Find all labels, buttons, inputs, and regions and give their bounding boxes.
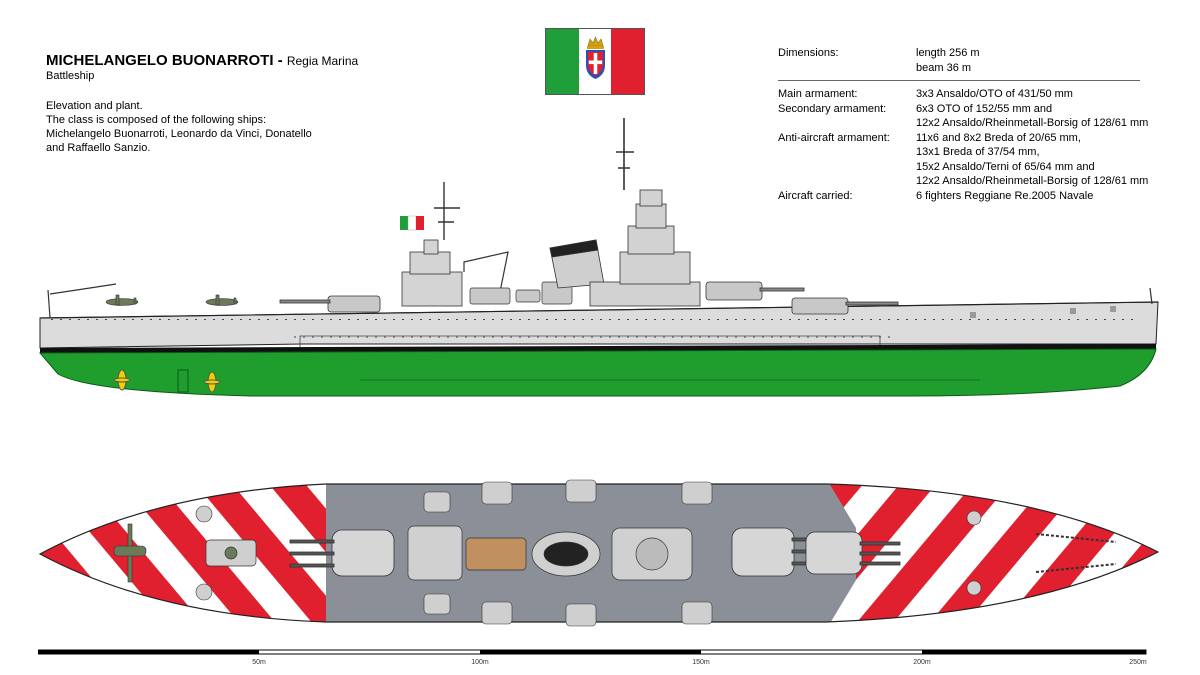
title-block: MICHELANGELO BUONARROTI - Regia Marina B… <box>46 52 358 82</box>
spec-aa-armament: Anti-aircraft armament: 11x6 and 8x2 Bre… <box>778 131 1148 189</box>
propeller-icon <box>113 369 131 391</box>
ship-plan-drawing <box>38 479 1160 627</box>
propeller-icon <box>203 371 221 393</box>
aircraft-icon <box>105 294 139 306</box>
scale-bar: 50m 100m 150m 200m 250m <box>38 649 1147 666</box>
scale-label: 250m <box>1129 659 1147 666</box>
spec-value: 12x2 Ansaldo/Rheinmetall-Borsig of 128/6… <box>916 117 1149 129</box>
description-line: The class is composed of the following s… <box>46 114 267 126</box>
specifications: Dimensions: length 256 m beam 36 m Main … <box>778 46 1148 203</box>
spec-value: 6 fighters Reggiane Re.2005 Navale <box>916 189 1094 202</box>
aircraft-icon <box>205 294 239 306</box>
scale-label: 50m <box>252 659 266 666</box>
spec-value: 13x1 Breda of 37/54 mm, <box>916 146 1040 158</box>
aircraft-icon <box>113 523 147 583</box>
hull-upper <box>39 301 1159 349</box>
main-turret-aft <box>279 295 381 313</box>
spec-dimensions: Dimensions: length 256 m beam 36 m <box>778 46 1148 75</box>
main-turret-fwd-b <box>705 281 805 301</box>
italian-flag-icon <box>545 28 645 95</box>
hull-lower <box>38 348 1157 397</box>
spec-value: beam 36 m <box>916 61 972 74</box>
spec-label: Aircraft carried: <box>778 189 853 202</box>
spec-aircraft: Aircraft carried: 6 fighters Reggiane Re… <box>778 189 1148 204</box>
scale-label: 150m <box>692 659 710 666</box>
scale-label: 100m <box>471 659 489 666</box>
navy-name: Regia Marina <box>286 54 359 68</box>
main-turret-fwd-a <box>791 297 899 315</box>
spec-value: 6x3 OTO of 152/55 mm and <box>916 102 1053 115</box>
description-line: Elevation and plant. <box>46 100 143 112</box>
savoy-emblem-icon <box>585 36 605 79</box>
spec-main-armament: Main armament: 3x3 Ansaldo/OTO of 431/50… <box>778 87 1148 102</box>
spec-secondary-armament: Secondary armament: 6x3 OTO of 152/55 mm… <box>778 102 1148 131</box>
waterline-stripe <box>40 344 1156 353</box>
ship-name: MICHELANGELO BUONARROTI - <box>46 52 283 69</box>
scale-label: 200m <box>913 659 931 666</box>
flag-white-band <box>578 29 612 94</box>
catapult <box>205 539 257 567</box>
description-line: and Raffaello Sanzio. <box>46 142 151 154</box>
divider <box>778 80 1140 81</box>
spec-label: Anti-aircraft armament: <box>778 131 890 144</box>
ensign-flag-icon <box>400 215 424 231</box>
ship-elevation-drawing <box>38 118 1159 397</box>
description-line: Michelangelo Buonarroti, Leonardo da Vin… <box>46 128 312 140</box>
flag-red-band <box>611 29 645 94</box>
spec-value: length 256 m <box>916 47 980 59</box>
spec-label: Main armament: <box>778 88 858 100</box>
funnel <box>549 239 605 289</box>
main-turret-aft-plan <box>289 529 395 577</box>
flag-green-band <box>546 29 579 94</box>
description: Elevation and plant. The class is compos… <box>46 99 376 155</box>
spec-label: Secondary armament: <box>778 102 887 115</box>
spec-label: Dimensions: <box>778 47 839 59</box>
spec-value: 12x2 Ansaldo/Rheinmetall-Borsig of 128/6… <box>916 175 1149 187</box>
spec-value: 3x3 Ansaldo/OTO of 431/50 mm <box>916 88 1073 100</box>
spec-value: 11x6 and 8x2 Breda of 20/65 mm, <box>916 131 1081 144</box>
ship-title: MICHELANGELO BUONARROTI - Regia Marina <box>46 52 358 69</box>
ship-type: Battleship <box>46 70 95 82</box>
spec-value: 15x2 Ansaldo/Terni of 65/64 mm and <box>916 160 1095 173</box>
main-turret-fwd-a-plan <box>805 531 901 575</box>
